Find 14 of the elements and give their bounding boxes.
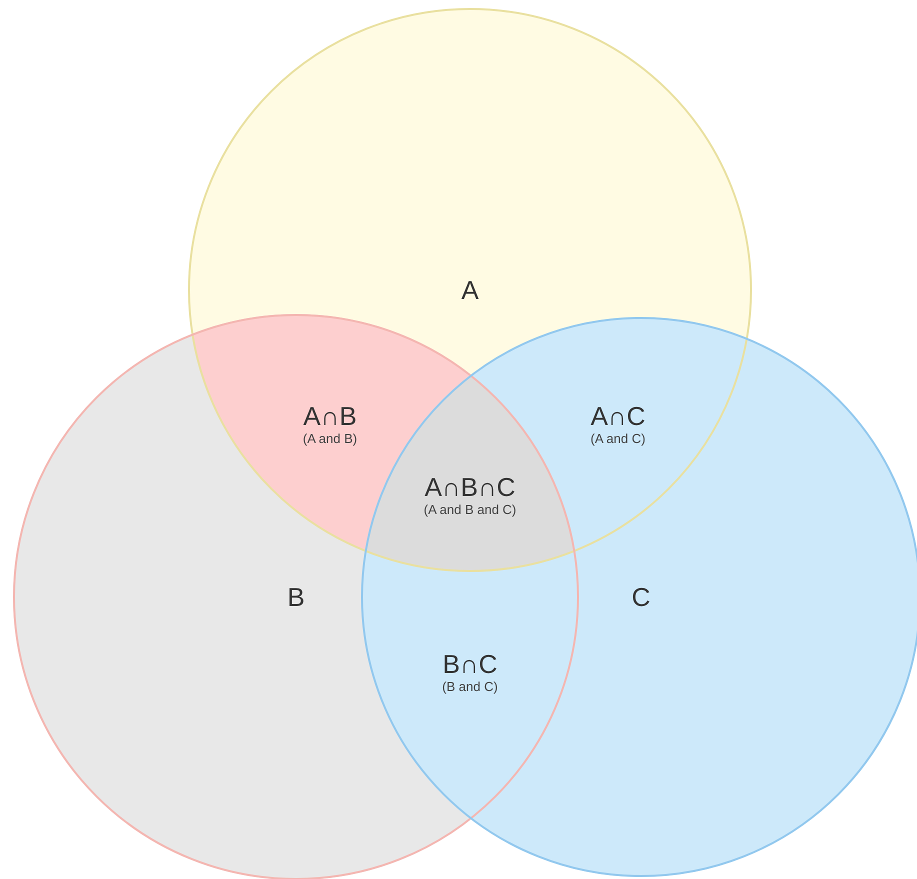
set-label: B — [287, 582, 305, 612]
intersection-caption: (A and B and C) — [424, 502, 516, 518]
set-circle — [188, 8, 752, 572]
intersection-label: B∩C — [442, 649, 498, 679]
set-label: C — [632, 582, 650, 612]
set-circle — [361, 317, 917, 877]
intersection-label: A∩C — [590, 401, 646, 431]
set-label: A — [461, 275, 479, 305]
intersection-label: A∩B — [303, 401, 357, 431]
intersection-caption: (A and B) — [302, 431, 358, 447]
intersection-caption: (A and C) — [590, 431, 646, 447]
intersection-caption: (B and C) — [442, 679, 498, 695]
intersection-label: A∩B∩C — [424, 472, 516, 502]
set-circle — [13, 314, 579, 879]
